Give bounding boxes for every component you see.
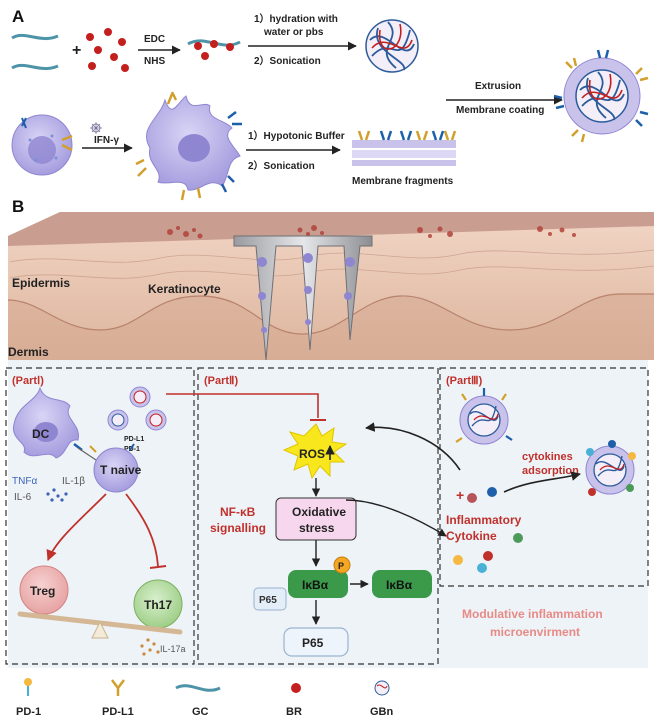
ikba-free-box: [372, 570, 432, 598]
gbn-with-cytokines: [585, 440, 636, 496]
treg-label: Treg: [30, 584, 55, 598]
part1-title: (PartⅠ): [12, 375, 44, 387]
p65-label: P65: [302, 636, 324, 650]
panel-a-label: A: [12, 7, 24, 26]
part1-box: [5, 367, 195, 665]
tnf-alpha-label: TNFα: [12, 476, 37, 487]
mature-dendritic-cell: [135, 91, 242, 201]
ros-starburst: [282, 423, 348, 480]
ikba-box: [288, 570, 348, 598]
adsorption-line-2: adsorption: [522, 465, 579, 477]
gbn-inhibit-ros-line: [166, 393, 319, 418]
il6-label: IL-6: [14, 492, 32, 503]
inflammatory-line-1: Inflammatory: [446, 513, 522, 527]
keratinocyte-label: Keratinocyte: [148, 282, 221, 296]
epidermis-label: Epidermis: [12, 276, 70, 290]
ifn-gamma-label: IFN-γ: [94, 135, 119, 146]
legend-pd1-icon: [24, 678, 32, 696]
t-naive-label: T naive: [100, 463, 142, 477]
il17a-dots: [140, 638, 160, 656]
plus-sign-part3: +: [456, 487, 464, 503]
plus-sign-a: +: [72, 42, 81, 59]
extrusion-label: Extrusion: [475, 81, 521, 92]
legend-gc-icon: [175, 684, 221, 692]
legend-pdl1-label: PD-L1: [102, 706, 134, 718]
ifn-gamma-icon: [90, 122, 102, 134]
oxidative-line-1: Oxidative: [292, 505, 346, 519]
p65-box: [283, 627, 349, 657]
coated-nanoparticle-a: [553, 49, 649, 143]
il17a-label: IL-17a: [160, 644, 186, 654]
nfkb-line-2: signalling: [210, 521, 266, 535]
inflammatory-line-2: Cytokine: [446, 529, 497, 543]
hydration-line-1: 1）hydration with: [254, 12, 338, 25]
legend-br-label: BR: [286, 706, 302, 718]
modulative-line-1: Modulative inflammation: [462, 607, 603, 621]
cytokine-to-ros-arrow: [365, 422, 461, 471]
pdl1-label-part1: PD-L1: [124, 436, 144, 443]
adsorption-arrow: [503, 471, 581, 493]
inhibit-to-th17: [125, 493, 159, 567]
dendritic-precursor-cell: [11, 114, 73, 176]
membrane-fragments: [352, 130, 457, 166]
t-naive-cell: [89, 443, 139, 493]
p65-small-label: P65: [259, 595, 277, 606]
dermis-label: Dermis: [8, 345, 49, 359]
membrane-coating-label: Membrane coating: [456, 105, 544, 116]
part2-title: (PartⅡ): [204, 375, 238, 387]
dc-t-contact: [77, 447, 97, 461]
legend-pdl1-icon: [111, 679, 125, 696]
gc-strands: [11, 33, 59, 71]
gbn-cluster-part1: [107, 386, 167, 431]
legend-pd1-label: PD-1: [16, 706, 41, 718]
br-dots: [86, 28, 129, 72]
th17-label: Th17: [144, 598, 172, 612]
edc-label: EDC: [144, 34, 165, 45]
nfkb-line-1: NF-κB: [220, 505, 256, 519]
inhibit-bar-th17: [149, 565, 167, 569]
gbn-nanoparticle-a: [365, 19, 419, 73]
legend-gbn-label: GBn: [370, 706, 394, 718]
part2-box: [197, 367, 439, 665]
panel-b-label: B: [12, 197, 24, 216]
balance-fulcrum: [91, 620, 109, 639]
il1b-label: IL-1β: [62, 476, 85, 487]
oxidative-line-2: stress: [299, 521, 335, 535]
nhs-label: NHS: [144, 56, 165, 67]
arrow-to-treg: [46, 493, 107, 562]
legend-br-icon: [291, 683, 301, 693]
part3-title: (PartⅢ): [446, 375, 483, 387]
sonication-label-2: 2）Sonication: [248, 159, 315, 172]
legend-gbn-icon: [374, 680, 390, 696]
adsorption-line-1: cytokines: [522, 451, 573, 463]
gc-br-conjugate: [187, 39, 241, 60]
skin-section: [7, 212, 654, 360]
phospho-label: P: [338, 561, 344, 571]
hydration-line-2: water or pbs: [263, 27, 324, 38]
phospho-circle: [333, 556, 351, 574]
cytokine-dots-part1: [46, 488, 68, 502]
dc-label: DC: [32, 427, 50, 441]
hypotonic-label: 1）Hypotonic Buffer: [248, 129, 345, 142]
ikba-free-label: IκBα: [386, 578, 413, 592]
membrane-fragments-label: Membrane fragments: [352, 176, 454, 187]
microneedle-patch: [233, 235, 373, 361]
pd1-label-part1: PD-1: [124, 446, 140, 453]
sonication-line-1: 2）Sonication: [254, 54, 321, 67]
p65-small-box: [253, 587, 287, 611]
stress-to-cytokine-arrow: [345, 499, 447, 537]
treg-cell: [19, 565, 69, 615]
coated-gbn-part3: [455, 388, 513, 445]
part3-box: [439, 367, 649, 587]
legend: PD-1 PD-L1 GC BR GBn: [16, 678, 394, 718]
legend-gc-label: GC: [192, 706, 209, 718]
ikba-label: IκBα: [302, 578, 329, 592]
dc-cell: [12, 386, 83, 459]
ros-label: ROS: [299, 447, 325, 461]
modulative-line-2: microenvirment: [490, 625, 580, 639]
free-cytokines: [453, 487, 523, 573]
